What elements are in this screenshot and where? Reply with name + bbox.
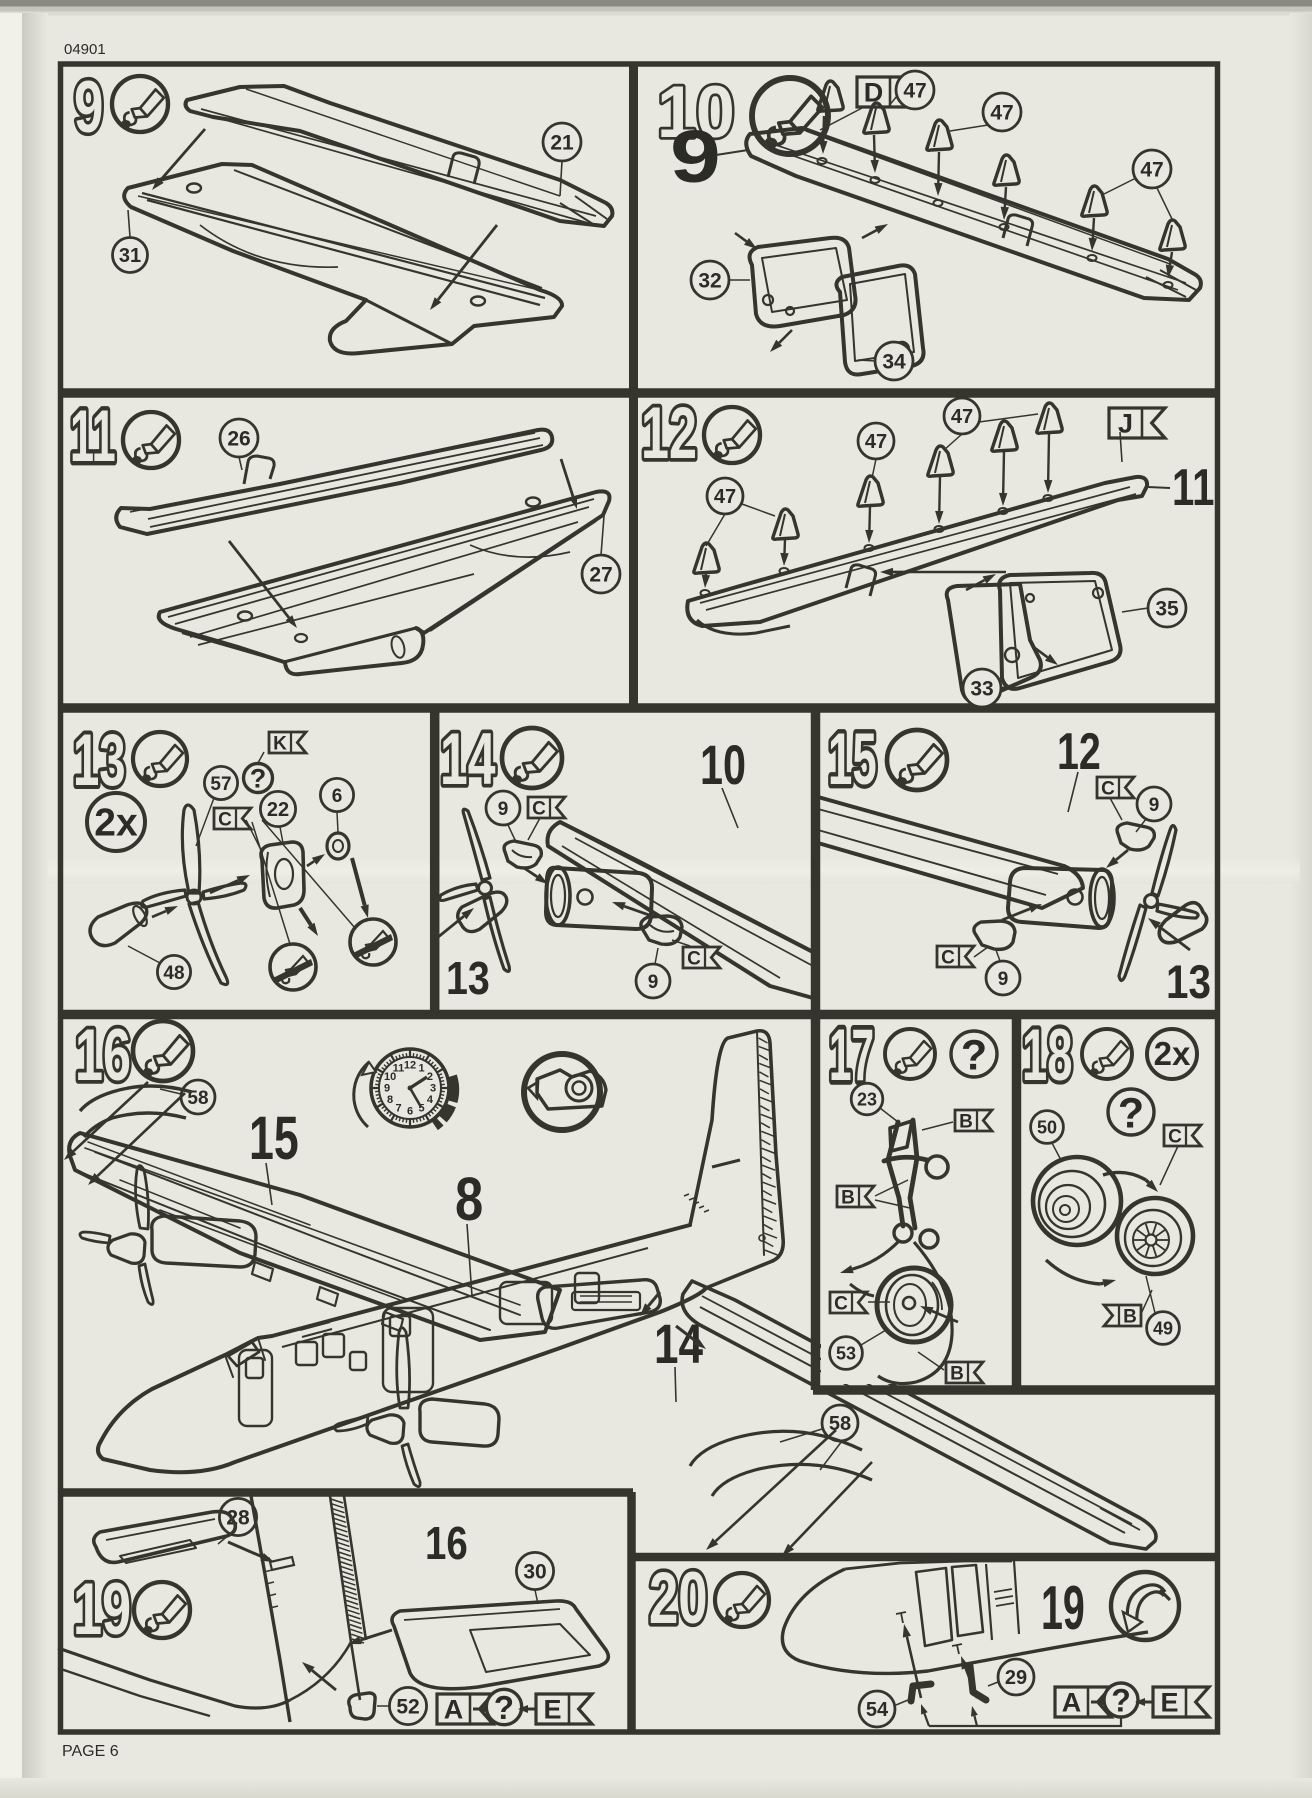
svg-text:52: 52 [396, 1696, 419, 1719]
svg-text:21: 21 [550, 132, 574, 155]
svg-text:9: 9 [670, 115, 721, 198]
svg-text:22: 22 [267, 799, 289, 821]
svg-text:B: B [950, 1363, 964, 1384]
svg-text:15: 15 [249, 1105, 299, 1172]
svg-text:9: 9 [648, 972, 659, 993]
svg-text:J: J [1118, 409, 1133, 439]
svg-text:C: C [834, 1293, 848, 1314]
svg-text:15: 15 [828, 718, 877, 799]
svg-text:13: 13 [1166, 956, 1211, 1009]
svg-text:8: 8 [387, 1094, 393, 1106]
svg-text:16: 16 [75, 1015, 131, 1097]
svg-text:2x: 2x [94, 801, 138, 844]
svg-text:20: 20 [649, 1558, 708, 1639]
svg-text:58: 58 [187, 1088, 208, 1109]
svg-text:13: 13 [73, 720, 126, 802]
svg-text:47: 47 [990, 102, 1013, 125]
svg-text:11: 11 [393, 1063, 405, 1075]
svg-text:27: 27 [589, 564, 612, 587]
svg-text:47: 47 [865, 431, 887, 453]
svg-text:6: 6 [332, 786, 343, 807]
svg-text:2x: 2x [1154, 1035, 1191, 1072]
svg-text:11: 11 [1172, 458, 1214, 516]
svg-text:12: 12 [641, 393, 697, 475]
svg-text:?: ? [494, 1689, 514, 1726]
svg-text:04901: 04901 [64, 41, 106, 58]
svg-text:47: 47 [951, 406, 973, 428]
svg-text:9: 9 [74, 67, 103, 148]
svg-text:?: ? [1118, 1089, 1144, 1137]
svg-text:14: 14 [440, 719, 496, 801]
svg-text:32: 32 [698, 270, 721, 293]
svg-text:47: 47 [1140, 159, 1163, 182]
svg-text:D: D [864, 78, 884, 108]
svg-text:30: 30 [523, 1561, 546, 1584]
svg-text:B: B [841, 1187, 855, 1208]
svg-text:8: 8 [455, 1165, 483, 1233]
svg-text:C: C [218, 809, 232, 830]
svg-text:5: 5 [418, 1102, 424, 1114]
svg-text:C: C [1168, 1126, 1182, 1147]
svg-text:11: 11 [70, 395, 116, 477]
svg-text:2: 2 [427, 1071, 433, 1083]
svg-text:16: 16 [425, 1518, 468, 1569]
svg-text:19: 19 [73, 1570, 131, 1650]
svg-text:C: C [1101, 778, 1115, 799]
svg-text:34: 34 [882, 351, 906, 374]
svg-text:47: 47 [714, 486, 736, 508]
svg-text:9: 9 [998, 969, 1009, 990]
svg-text:PAGE 6: PAGE 6 [62, 1743, 119, 1760]
svg-text:?: ? [250, 764, 267, 794]
svg-text:47: 47 [903, 80, 926, 103]
svg-text:C: C [532, 798, 546, 819]
svg-text:57: 57 [210, 774, 231, 795]
svg-text:13: 13 [446, 953, 490, 1005]
svg-text:A: A [444, 1695, 464, 1725]
svg-text:19: 19 [1041, 1574, 1085, 1643]
svg-text:10: 10 [700, 734, 746, 797]
svg-text:E: E [1160, 1688, 1178, 1718]
svg-text:?: ? [1111, 1683, 1131, 1719]
svg-text:31: 31 [119, 245, 141, 267]
svg-text:26: 26 [227, 428, 250, 451]
svg-text:12: 12 [1057, 722, 1101, 781]
svg-text:C: C [941, 947, 955, 968]
svg-text:10: 10 [384, 1071, 396, 1083]
svg-text:12: 12 [404, 1060, 416, 1072]
svg-text:23: 23 [857, 1089, 877, 1109]
svg-text:1: 1 [418, 1063, 424, 1075]
svg-text:K: K [273, 733, 287, 754]
svg-text:10: 10 [657, 72, 735, 154]
svg-text:E: E [543, 1695, 561, 1725]
svg-text:3: 3 [430, 1083, 436, 1095]
svg-text:4: 4 [427, 1094, 434, 1106]
svg-text:B: B [1123, 1306, 1137, 1327]
svg-text:28: 28 [226, 1507, 250, 1530]
svg-text:C: C [687, 948, 701, 969]
svg-text:7: 7 [395, 1102, 401, 1114]
svg-text:33: 33 [970, 678, 993, 701]
svg-text:9: 9 [498, 799, 509, 820]
svg-text:54: 54 [866, 1699, 889, 1721]
svg-text:35: 35 [1155, 598, 1179, 621]
svg-text:B: B [959, 1111, 973, 1132]
svg-text:9: 9 [384, 1083, 390, 1095]
svg-text:29: 29 [1005, 1667, 1027, 1689]
svg-text:?: ? [961, 1031, 987, 1079]
svg-text:48: 48 [163, 963, 184, 984]
svg-text:49: 49 [1153, 1318, 1173, 1338]
svg-text:6: 6 [407, 1106, 413, 1118]
svg-text:50: 50 [1037, 1117, 1057, 1137]
svg-text:18: 18 [1022, 1014, 1072, 1096]
svg-text:9: 9 [1149, 795, 1160, 816]
svg-text:53: 53 [836, 1343, 856, 1363]
svg-text:A: A [1062, 1688, 1082, 1718]
